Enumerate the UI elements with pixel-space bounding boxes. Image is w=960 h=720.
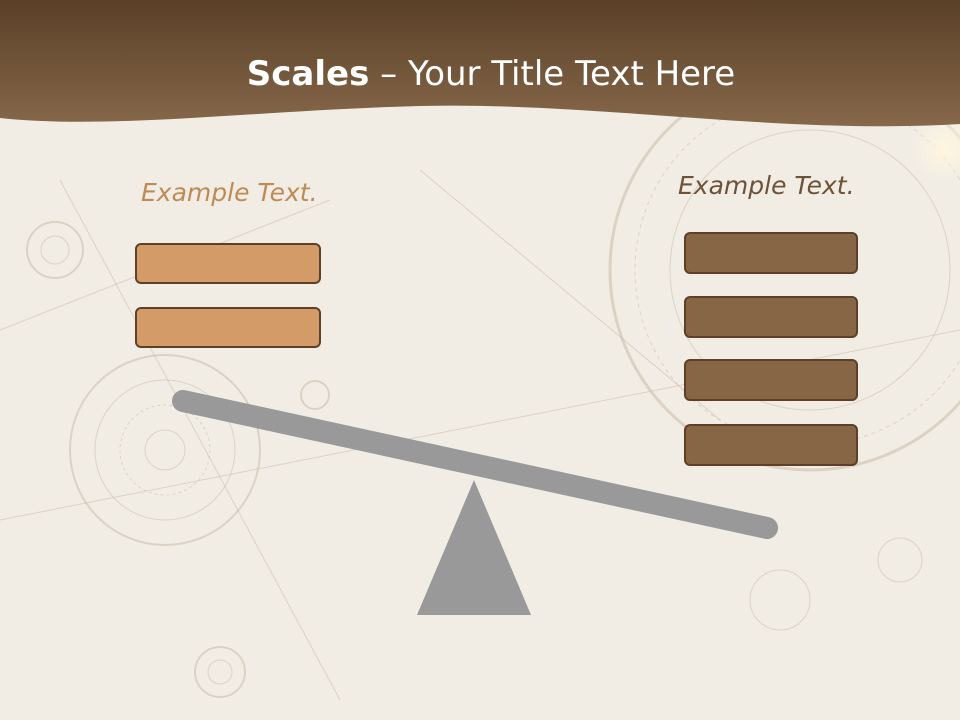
slide-title: Scales – Your Title Text Here [0,54,960,94]
header-band [0,0,960,127]
title-bold: Scales [246,54,370,94]
left-text-box-1[interactable] [135,243,321,284]
right-text-box-2[interactable] [684,296,858,338]
left-example-text: Example Text. [141,178,318,207]
left-text-box-2[interactable] [135,307,321,348]
scale-beam [172,390,778,539]
right-text-box-4[interactable] [684,424,858,466]
scale-fulcrum [417,480,531,615]
right-example-text: Example Text. [678,171,855,200]
right-text-box-1[interactable] [684,232,858,274]
title-rest: – Your Title Text Here [369,54,736,94]
spark-glow [910,113,960,183]
right-text-box-3[interactable] [684,359,858,401]
